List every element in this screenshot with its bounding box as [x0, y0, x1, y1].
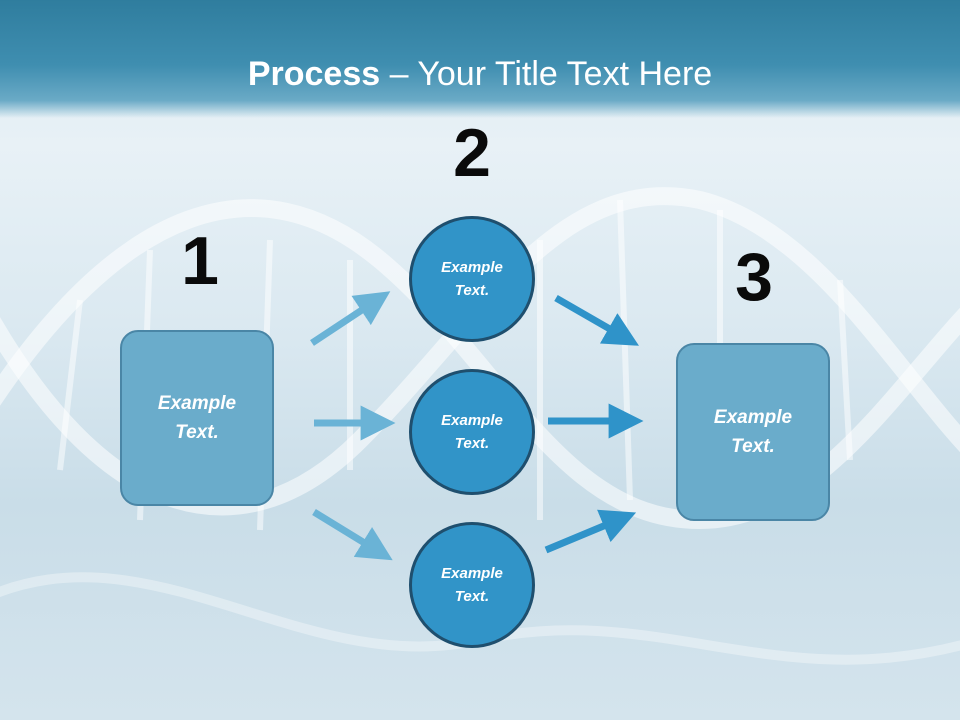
- circle-1-label: Example Text.: [441, 259, 503, 299]
- step-2-circle-3[interactable]: Example Text.: [409, 522, 535, 648]
- step-1-box[interactable]: Example Text.: [120, 330, 274, 506]
- step-2-circle-1[interactable]: Example Text.: [409, 216, 535, 342]
- arrow-to-circle-3: [312, 509, 393, 561]
- circle-2-label: Example Text.: [441, 412, 503, 452]
- step-3-box[interactable]: Example Text.: [676, 343, 830, 521]
- step-number-1: 1: [181, 223, 219, 299]
- arrow-from-circle-1: [554, 294, 639, 346]
- title-rest: – Your Title Text Here: [380, 55, 713, 93]
- title-bold: Process: [247, 55, 381, 93]
- slide-title: Process – Your Title Text Here: [0, 52, 960, 96]
- arrow-to-circle-1: [310, 291, 391, 346]
- step-number-2: 2: [453, 115, 491, 191]
- step-1-box-label: Example Text.: [157, 393, 237, 443]
- step-3-box-label: Example Text.: [713, 407, 793, 457]
- circle-3-label: Example Text.: [441, 565, 503, 605]
- title-bar: [0, 0, 960, 118]
- step-2-circle-2[interactable]: Example Text.: [409, 369, 535, 495]
- arrow-from-circle-3: [544, 509, 637, 554]
- step-number-3: 3: [735, 239, 773, 315]
